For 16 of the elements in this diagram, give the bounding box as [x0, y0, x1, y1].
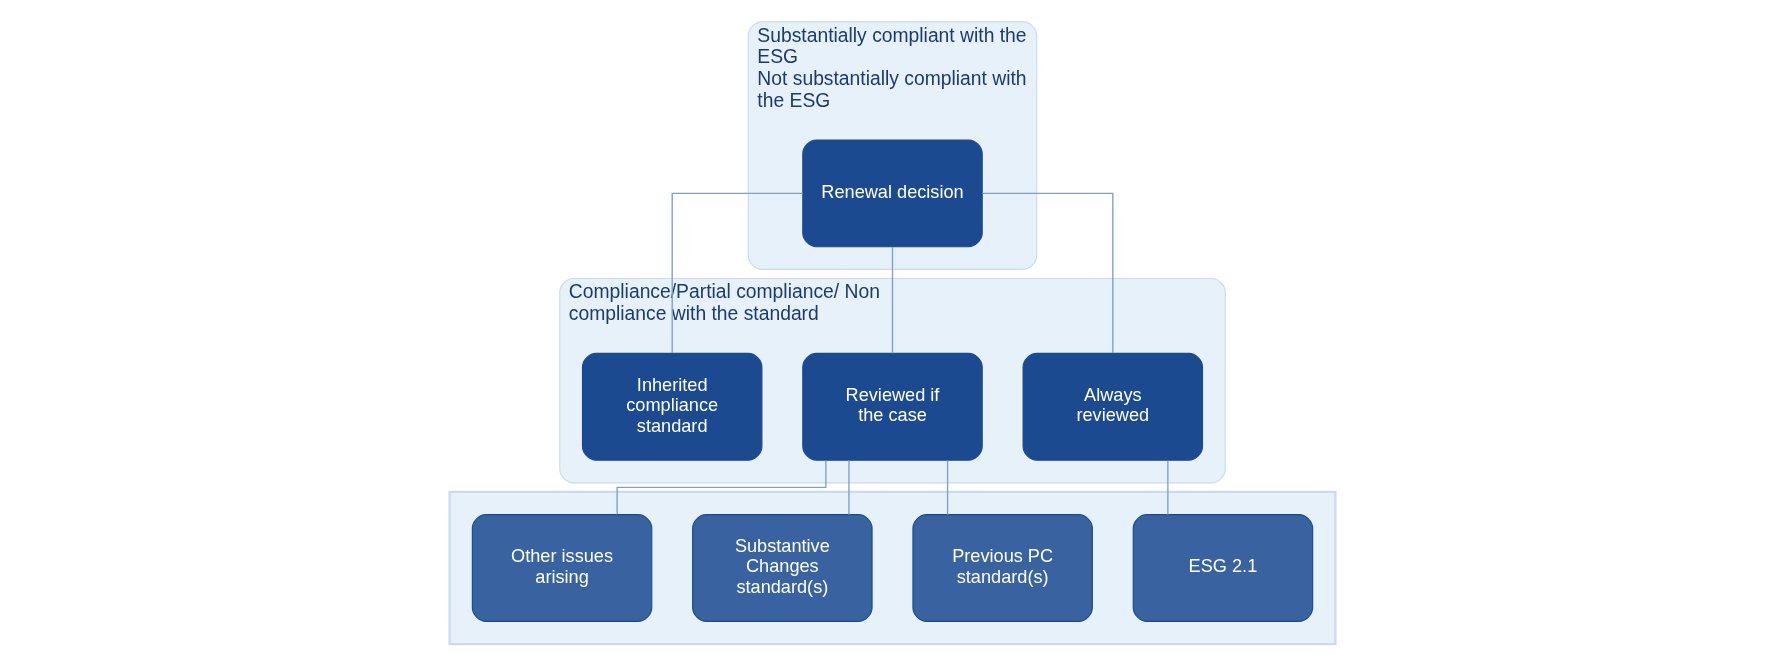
connector [848, 459, 850, 516]
connector [671, 192, 804, 354]
connector [616, 459, 827, 515]
node-box: Other issues arising [471, 514, 653, 622]
node-box: Previous PC standard(s) [912, 514, 1093, 622]
node-box: Inherited compliance standard [581, 352, 763, 461]
connector [981, 192, 1114, 354]
connector [1167, 459, 1169, 516]
node-box: Always reviewed [1022, 352, 1204, 461]
node-box: Reviewed if the case [802, 352, 983, 461]
cluster [448, 490, 1337, 646]
connector [891, 246, 894, 354]
node-box: Substantive Changes standard(s) [692, 514, 873, 622]
node-box: ESG 2.1 [1132, 514, 1314, 622]
node-box: Renewal decision [802, 139, 983, 248]
connector [946, 459, 949, 516]
